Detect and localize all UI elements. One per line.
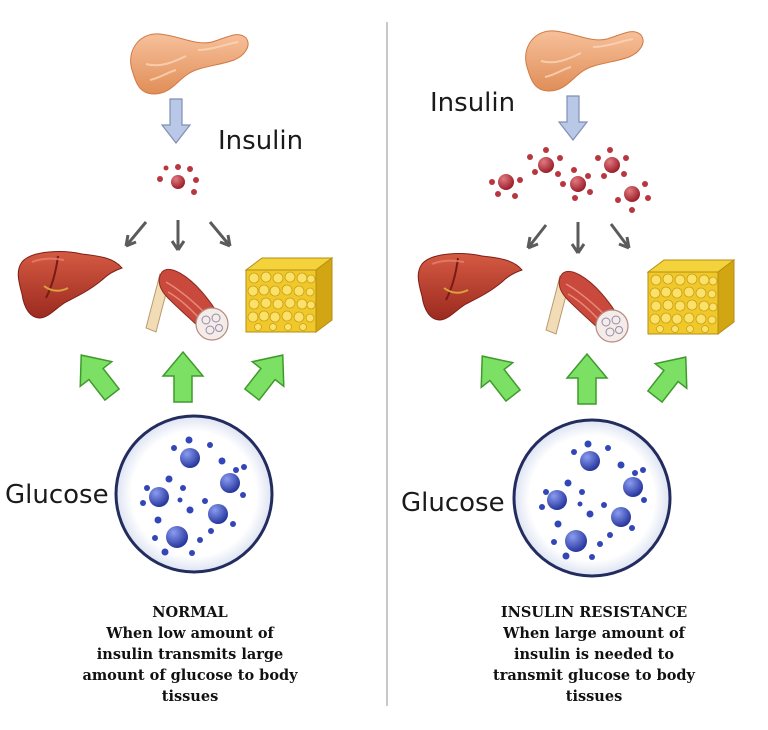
panel-resistance <box>417 29 735 578</box>
insulin-label-resistance: Insulin <box>430 88 516 118</box>
caption-resistance: INSULIN RESISTANCE When large amount of … <box>444 602 744 707</box>
pancreas-icon <box>129 32 250 95</box>
pancreas-icon <box>524 29 645 92</box>
insulin-label-normal: Insulin <box>218 126 304 156</box>
caption-line: When low amount of <box>106 625 274 642</box>
caption-title: INSULIN RESISTANCE <box>500 604 688 621</box>
muscle-icon <box>145 268 229 341</box>
caption-line: transmit glucose to body <box>493 667 695 684</box>
glucose-uptake-arrow-right <box>638 344 703 410</box>
glucose-circle-icon <box>114 414 274 574</box>
insulin-granules <box>489 147 651 213</box>
glucose-uptake-arrow-right <box>235 342 300 408</box>
glucose-uptake-arrow-center <box>162 351 204 403</box>
glucose-uptake-arrow-left <box>64 342 129 408</box>
caption-title: NORMAL <box>152 604 228 621</box>
caption-line: insulin is needed to <box>514 646 674 663</box>
glucose-uptake-arrow-left <box>465 343 530 409</box>
glucose-circle-icon <box>512 418 672 578</box>
caption-line: amount of glucose to body <box>82 667 298 684</box>
liver-icon <box>17 250 123 319</box>
insulin-granules <box>157 164 199 195</box>
insulin-release-arrow <box>161 98 191 144</box>
glucose-uptake-arrow-center <box>566 353 608 405</box>
glucose-label-resistance: Glucose <box>401 488 505 518</box>
muscle-icon <box>545 270 629 343</box>
caption-line: tissues <box>565 688 623 705</box>
insulin-distribution-arrows <box>124 220 232 251</box>
fat-tissue-icon <box>245 257 333 333</box>
glucose-label-normal: Glucose <box>5 480 109 510</box>
caption-line: tissues <box>161 688 219 705</box>
caption-line: When large amount of <box>503 625 685 642</box>
caption-normal: NORMAL When low amount of insulin transm… <box>40 602 340 707</box>
liver-icon <box>417 252 523 321</box>
caption-line: insulin transmits large <box>96 646 284 663</box>
insulin-release-arrow <box>558 95 588 141</box>
insulin-distribution-arrows <box>526 222 631 254</box>
panel-normal <box>17 32 333 574</box>
fat-tissue-icon <box>647 259 735 335</box>
